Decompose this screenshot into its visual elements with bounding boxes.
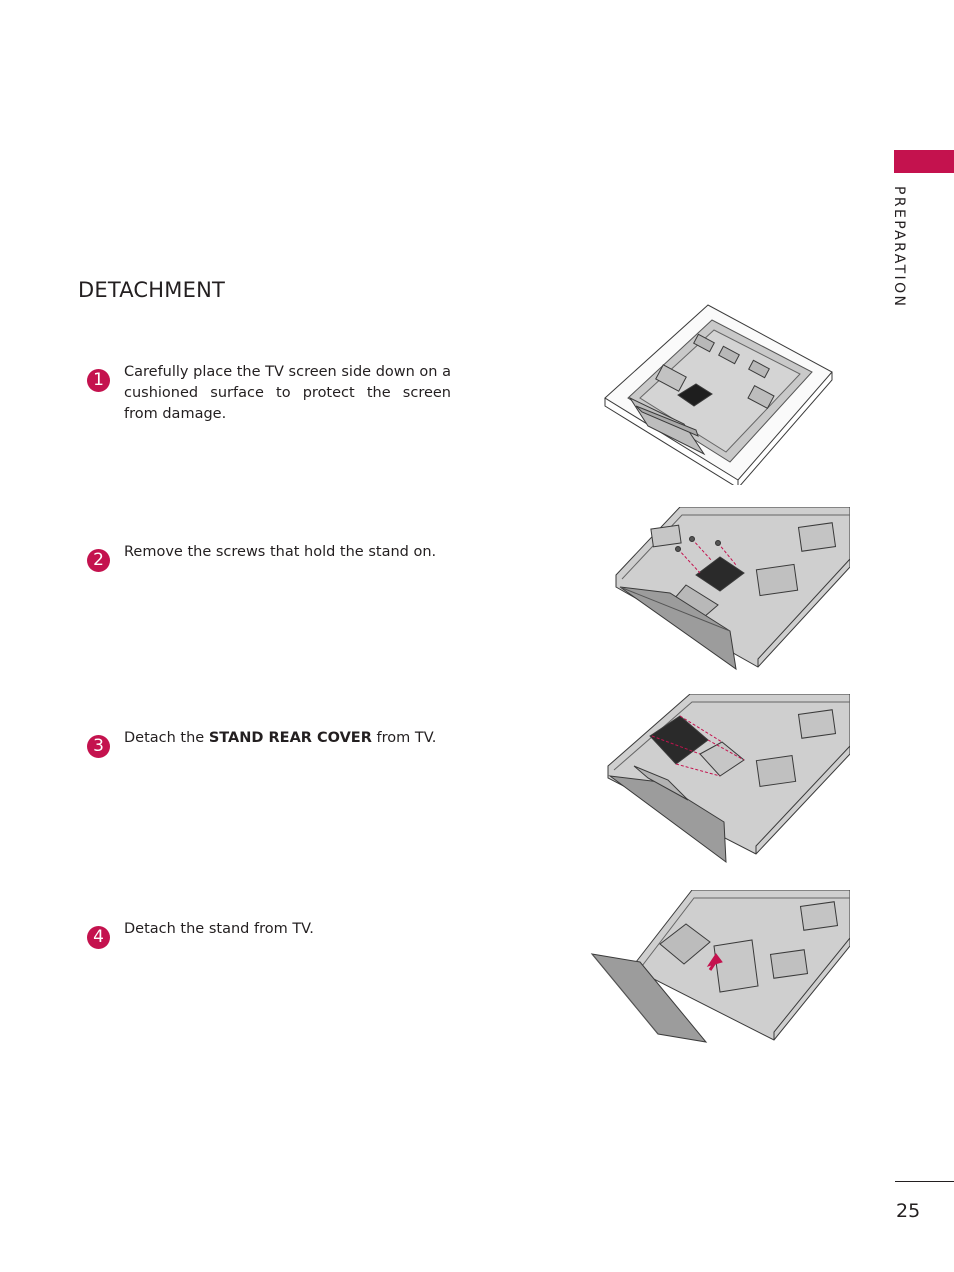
stand-rear-cover-illustration [607, 694, 850, 864]
page-number: 25 [896, 1200, 921, 1222]
step-text: Carefully place the TV screen side down … [124, 364, 451, 422]
step-text-after: from TV. [371, 730, 437, 746]
step-text: Detach the stand from TV. [124, 921, 314, 937]
remove-screws-illustration [615, 507, 850, 671]
step-number-badge: 3 [87, 735, 110, 758]
step-text: Remove the screws that hold the stand on… [124, 544, 437, 560]
step-text-bold: STAND REAR COVER [208, 730, 372, 746]
step-text: Detach the STAND REAR COVER from TV. [124, 728, 451, 749]
tv-face-down-illustration [604, 304, 833, 485]
step-number-badge: 1 [87, 369, 110, 392]
side-section-label: PREPARATION [891, 186, 907, 309]
detach-stand-illustration [590, 890, 850, 1043]
step-number-badge: 4 [87, 926, 110, 949]
page-title: DETACHMENT [78, 278, 226, 302]
step-number-badge: 2 [87, 549, 110, 572]
step-text-before: Detach the [124, 730, 209, 746]
page-number-rule [895, 1181, 954, 1182]
section-tab-marker [894, 150, 954, 173]
